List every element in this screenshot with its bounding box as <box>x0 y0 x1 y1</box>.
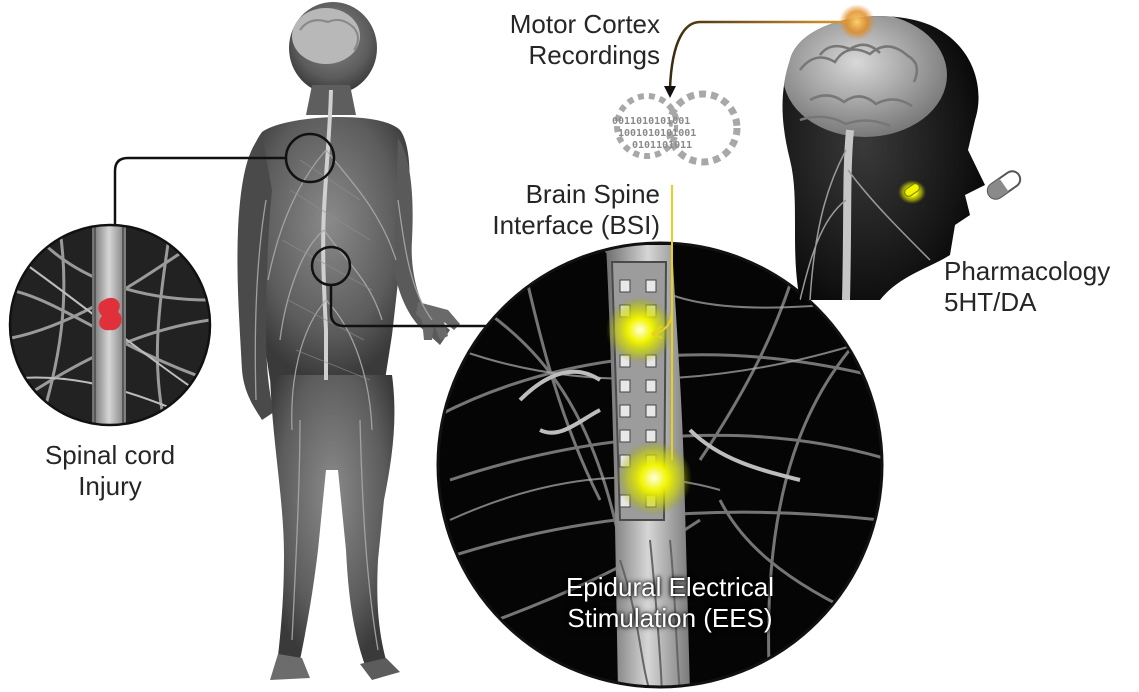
human-body <box>237 2 460 680</box>
capsule-icon <box>985 168 1024 202</box>
bsi-label: Brain Spine Interface (BSI) <box>440 179 660 241</box>
spinal-cord-injury-label: Spinal cord Injury <box>10 440 210 502</box>
binary-code: 0011010101001 1001010101001 0101101011 <box>612 116 696 151</box>
injury-lesion <box>98 298 121 330</box>
svg-text:1001010101001: 1001010101001 <box>618 128 696 139</box>
motor-cortex-label: Motor Cortex Recordings <box>460 9 660 71</box>
stimulation-glow-lower <box>616 440 692 516</box>
pharmacology-label: Pharmacology 5HT/DA <box>944 256 1134 318</box>
svg-text:0101101011: 0101101011 <box>632 140 692 151</box>
arrow-icon <box>664 86 676 98</box>
injury-inset <box>0 225 210 425</box>
ees-label: Epidural Electrical Stimulation (EES) <box>520 572 820 634</box>
svg-text:0011010101001: 0011010101001 <box>612 116 690 127</box>
